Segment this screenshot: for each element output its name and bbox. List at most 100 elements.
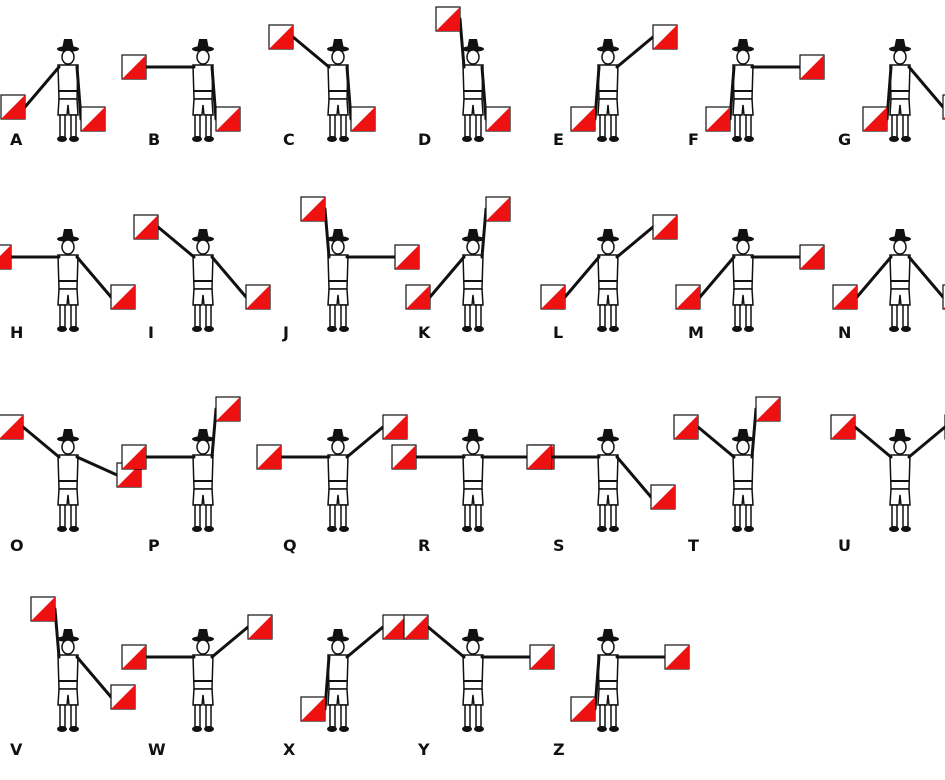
right-arm <box>700 257 734 297</box>
scout-figure <box>57 629 79 732</box>
semaphore-drawing <box>270 190 405 380</box>
scout-figure <box>462 39 484 142</box>
right-flag <box>571 697 595 721</box>
letter-label: T <box>688 536 699 555</box>
semaphore-drawing <box>135 0 270 190</box>
right-flag <box>676 285 700 309</box>
right-arm <box>857 257 891 297</box>
right-flag <box>31 597 55 621</box>
semaphore-cell-b: B <box>135 0 270 190</box>
right-arm <box>565 257 599 297</box>
left-flag <box>756 397 780 421</box>
semaphore-cell-u: U <box>810 390 945 580</box>
semaphore-cell-n: N <box>810 190 945 380</box>
semaphore-cell-h: H <box>0 190 135 380</box>
letter-label: V <box>10 740 22 759</box>
left-flag <box>81 107 105 131</box>
right-flag <box>134 215 158 239</box>
scout-figure <box>462 229 484 332</box>
scout-figure <box>732 429 754 532</box>
right-arm <box>23 427 59 457</box>
right-flag <box>301 197 325 221</box>
semaphore-drawing <box>810 390 945 580</box>
semaphore-drawing <box>810 190 945 380</box>
left-flag <box>248 615 272 639</box>
semaphore-drawing <box>810 0 945 190</box>
semaphore-cell-t: T <box>675 390 810 580</box>
scout-figure <box>597 39 619 142</box>
semaphore-cell-j: J <box>270 190 405 380</box>
letter-label: U <box>838 536 851 555</box>
scout-figure <box>327 429 349 532</box>
scout-figure <box>57 39 79 142</box>
letter-label: B <box>148 130 160 149</box>
right-flag <box>1 95 25 119</box>
left-flag <box>653 25 677 49</box>
semaphore-cell-a: A <box>0 0 135 190</box>
scout-figure <box>889 429 911 532</box>
right-flag <box>541 285 565 309</box>
semaphore-drawing <box>675 0 810 190</box>
right-arm <box>293 37 329 67</box>
semaphore-cell-y: Y <box>405 590 540 780</box>
semaphore-cell-s: S <box>540 390 675 580</box>
letter-label: H <box>10 323 23 342</box>
right-arm <box>430 257 464 297</box>
letter-label: D <box>418 130 431 149</box>
right-arm <box>325 209 329 257</box>
letter-label: Y <box>418 740 430 759</box>
right-flag <box>392 445 416 469</box>
semaphore-drawing <box>405 0 540 190</box>
letter-label: G <box>838 130 851 149</box>
scout-figure <box>57 429 79 532</box>
semaphore-cell-p: P <box>135 390 270 580</box>
semaphore-cell-w: W <box>135 590 270 780</box>
scout-figure <box>597 629 619 732</box>
left-flag <box>111 285 135 309</box>
right-flag <box>257 445 281 469</box>
letter-label: I <box>148 323 154 342</box>
left-arm <box>617 457 651 497</box>
semaphore-cell-r: R <box>405 390 540 580</box>
semaphore-cell-d: D <box>405 0 540 190</box>
scout-figure <box>192 39 214 142</box>
left-flag <box>216 397 240 421</box>
letter-label: E <box>553 130 564 149</box>
semaphore-drawing <box>135 190 270 380</box>
right-flag <box>122 445 146 469</box>
letter-label: M <box>688 323 704 342</box>
right-arm <box>25 67 59 107</box>
right-flag <box>436 7 460 31</box>
right-arm <box>698 427 734 457</box>
semaphore-drawing <box>540 0 675 190</box>
semaphore-cell-f: F <box>675 0 810 190</box>
right-arm <box>460 19 464 67</box>
right-arm <box>158 227 194 257</box>
left-arm <box>77 657 111 697</box>
letter-label: L <box>553 323 563 342</box>
semaphore-cell-q: Q <box>270 390 405 580</box>
semaphore-drawing <box>540 190 675 380</box>
semaphore-drawing <box>675 190 810 380</box>
left-flag <box>486 107 510 131</box>
left-flag <box>665 645 689 669</box>
scout-figure <box>462 429 484 532</box>
letter-label: N <box>838 323 851 342</box>
left-flag <box>111 685 135 709</box>
scout-figure <box>732 229 754 332</box>
right-flag <box>0 415 23 439</box>
letter-label: F <box>688 130 699 149</box>
left-flag <box>653 215 677 239</box>
left-flag <box>383 615 407 639</box>
right-flag <box>833 285 857 309</box>
left-arm <box>909 257 943 297</box>
right-flag <box>674 415 698 439</box>
right-flag <box>404 615 428 639</box>
left-flag <box>246 285 270 309</box>
left-flag <box>651 485 675 509</box>
semaphore-cell-l: L <box>540 190 675 380</box>
right-flag <box>269 25 293 49</box>
semaphore-drawing <box>0 190 135 380</box>
letter-label: K <box>418 323 430 342</box>
